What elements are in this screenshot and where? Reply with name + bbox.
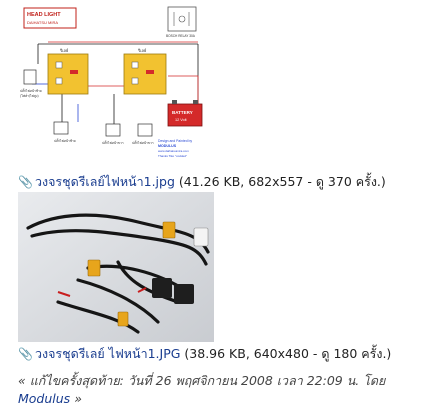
relay-socket-2 bbox=[174, 284, 194, 304]
attachment-details-1: (41.26 KB, 682x557 - ดู 370 ครั้ง.) bbox=[178, 174, 386, 189]
attachment-caption-2: 📎วงจรชุดรีเลย์ ไฟหน้า1.JPG (38.96 KB, 64… bbox=[18, 344, 391, 364]
bottom-left-label: ปลั๊กไฟหน้าซ้าย bbox=[54, 138, 76, 143]
relay-box-left bbox=[47, 53, 89, 95]
attachment-caption-1: 📎วงจรชุดรีเลย์ไฟหน้า1.jpg (41.26 KB, 682… bbox=[18, 172, 386, 192]
paperclip-icon: 📎 bbox=[18, 347, 33, 361]
bottom-plug-left bbox=[53, 121, 69, 135]
attachment-link-1[interactable]: วงจรชุดรีเลย์ไฟหน้า1.jpg bbox=[34, 174, 175, 189]
bottom-plug-mid bbox=[105, 123, 121, 137]
left-plug-label: ปลั๊กไฟหน้าซ้าย bbox=[20, 88, 42, 93]
design-credit-3: www.daihatsumira.com bbox=[158, 149, 189, 153]
last-edit-text: « แก้ไขครั้งสุดท้าย: วันที่ 26 พฤศจิกายน… bbox=[18, 373, 386, 388]
last-edit-end: » bbox=[74, 391, 82, 406]
design-credit-1: Design and Painted by bbox=[158, 139, 192, 143]
bottom-plug-right bbox=[137, 123, 153, 137]
relay-right-label: รีเลย์ bbox=[137, 48, 146, 53]
relay-box-right bbox=[123, 53, 167, 95]
relay-left-label: รีเลย์ bbox=[59, 48, 68, 53]
attachment-link-2[interactable]: วงจรชุดรีเลย์ ไฟหน้า1.JPG bbox=[34, 346, 181, 361]
battery-icon bbox=[167, 103, 203, 127]
white-plug bbox=[193, 227, 209, 247]
paperclip-icon: 📎 bbox=[18, 175, 33, 189]
last-edit-author[interactable]: Modulus bbox=[18, 391, 71, 406]
diagram-title-box bbox=[23, 7, 77, 29]
design-credit-2: MODULUS bbox=[158, 144, 177, 148]
diagram-title: HEAD LIGHT bbox=[27, 12, 61, 18]
battery-label: BATTERY bbox=[172, 110, 193, 115]
design-credit-4: Thanks Tiko "codded" bbox=[158, 154, 187, 158]
last-edit-note: « แก้ไขครั้งสุดท้าย: วันที่ 26 พฤศจิกายน… bbox=[18, 372, 418, 408]
yellow-connector-2 bbox=[87, 259, 101, 277]
relay-caption: BOSCH RELAY 30A bbox=[166, 34, 196, 38]
bosch-relay-icon bbox=[167, 6, 197, 32]
relay-socket-1 bbox=[152, 278, 172, 298]
wiring-harness-photo[interactable] bbox=[18, 192, 214, 342]
attachment-details-2: (38.96 KB, 640x480 - ดู 180 ครั้ง.) bbox=[184, 346, 392, 361]
wiring-diagram-image[interactable]: HEAD LIGHT DAIHATSU MIRA BOSCH RELAY 30A… bbox=[18, 4, 208, 164]
left-plug-label2: (ไฟต่ำ/ไฟสูง) bbox=[20, 93, 39, 98]
left-plug-icon bbox=[23, 69, 37, 85]
bottom-right-label: ปลั๊กไฟหน้าขวา bbox=[132, 140, 154, 145]
yellow-connector-1 bbox=[162, 221, 176, 239]
battery-volt: 12 Volt bbox=[175, 118, 188, 122]
yellow-connector-3 bbox=[117, 311, 129, 327]
bottom-mid-label: ปลั๊กไฟหน้าขวา bbox=[102, 140, 124, 145]
diagram-subtitle: DAIHATSU MIRA bbox=[27, 20, 58, 25]
